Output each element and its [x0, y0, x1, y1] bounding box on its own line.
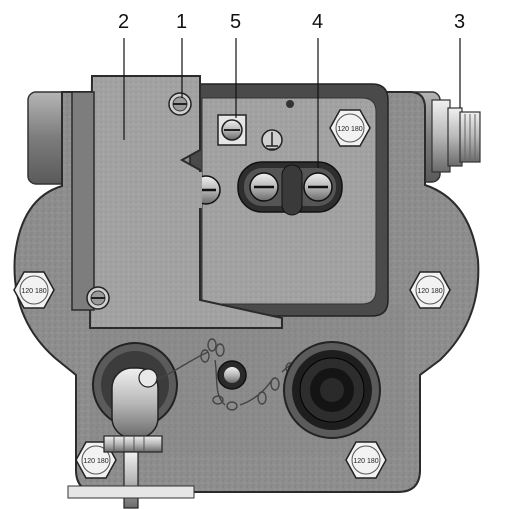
lower-right-port	[283, 341, 381, 439]
leader-lines	[123, 38, 461, 168]
hex-bolt-left: 120 180	[13, 271, 55, 309]
hex-bolt-bottom-right: 120 180	[345, 441, 387, 479]
bolt-marking: 120 180	[417, 288, 442, 295]
lower-left-port	[67, 342, 195, 509]
bolt-marking: 120 180	[337, 126, 362, 133]
bolt-marking: 120 180	[353, 458, 378, 465]
terminal-block	[237, 161, 343, 216]
cable-gland	[431, 99, 481, 173]
cover-screw-bottom	[86, 286, 110, 310]
hex-bolt-right: 120 180	[409, 271, 451, 309]
bolt-marking: 120 180	[83, 458, 108, 465]
callout-4: 4	[312, 11, 324, 33]
center-plug	[217, 360, 247, 390]
callout-3: 3	[454, 11, 466, 33]
callout-1: 1	[176, 11, 188, 33]
cover-screw-top	[168, 92, 192, 116]
earth-screw-terminal	[217, 114, 247, 146]
hinged-cover	[71, 75, 283, 329]
bolt-marking: 120 180	[21, 288, 46, 295]
callout-5: 5	[230, 11, 242, 33]
callout-2: 2	[118, 11, 130, 33]
hex-bolt-top-right: 120 180	[329, 109, 371, 147]
earth-terminal	[261, 129, 283, 151]
